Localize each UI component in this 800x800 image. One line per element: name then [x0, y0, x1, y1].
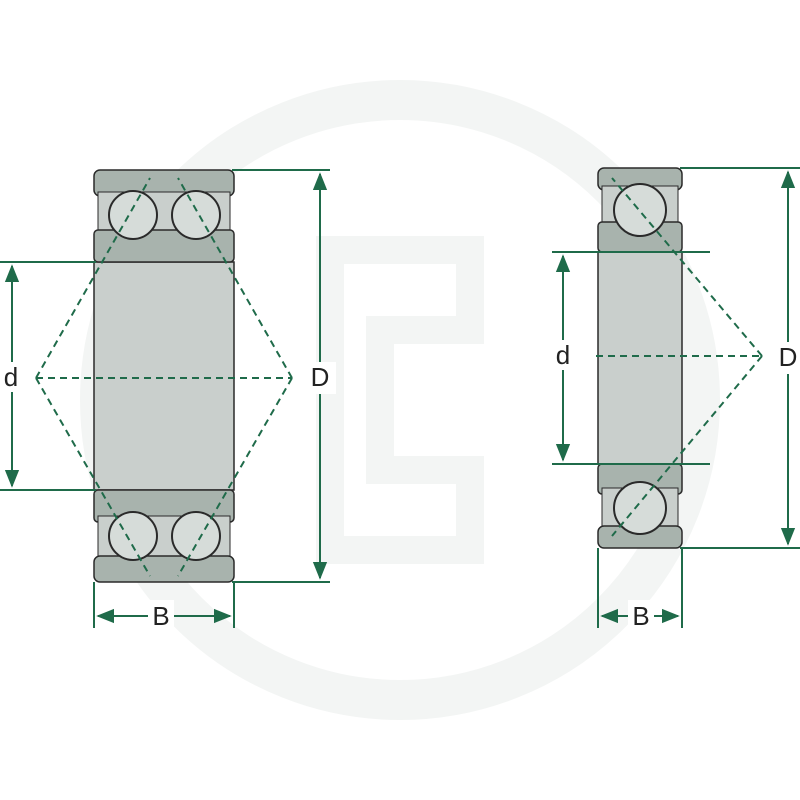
ball — [171, 511, 221, 561]
top-inner-ring — [93, 229, 235, 263]
ball — [171, 190, 221, 240]
width-label: B — [152, 601, 169, 631]
inner-body — [597, 251, 683, 465]
ball — [108, 190, 158, 240]
bottom-outer-ring — [93, 555, 235, 583]
width-label: B — [632, 601, 649, 631]
outer-label: D — [311, 362, 330, 392]
ball — [613, 481, 667, 535]
bore-label: d — [556, 340, 570, 370]
ball — [613, 183, 667, 237]
contact-lines — [596, 177, 763, 537]
contact-lines — [35, 177, 293, 577]
bore-label: d — [4, 362, 18, 392]
single-row-bearing: d D B — [551, 167, 800, 631]
inner-body — [93, 261, 235, 491]
outer-label: D — [779, 342, 798, 372]
double-row-bearing: d D B — [0, 169, 336, 631]
